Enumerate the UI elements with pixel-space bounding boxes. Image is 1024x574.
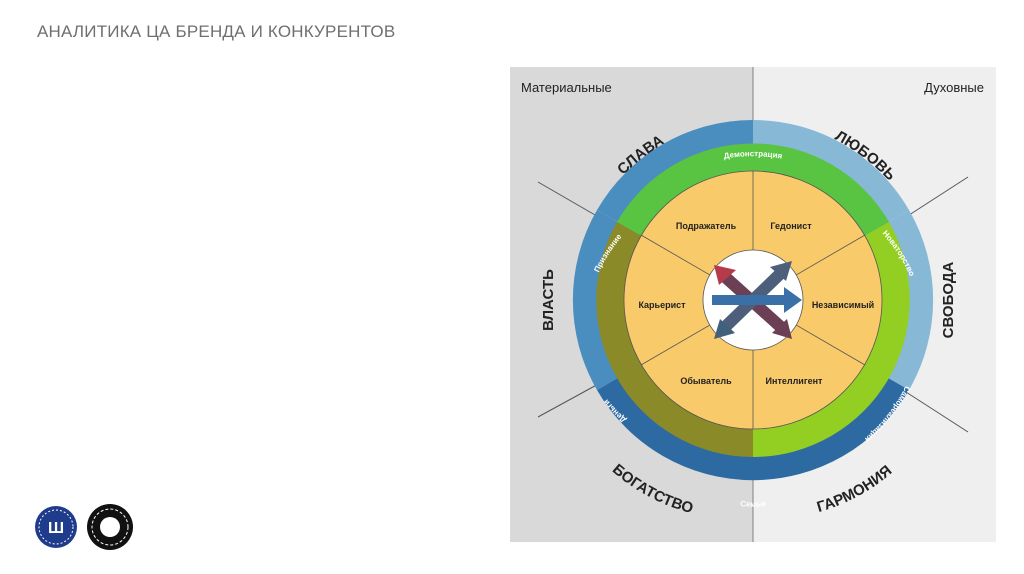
- segment-top-right: Гедонист: [770, 221, 812, 231]
- segment-top-left: Подражатель: [676, 221, 737, 231]
- value-left: ВЛАСТЬ: [540, 269, 557, 331]
- art-design-school-logo-icon: [87, 504, 133, 550]
- left-half-label: Материальные: [521, 80, 612, 95]
- hse-logo-icon: Ш: [35, 506, 77, 548]
- sector-lines: [537, 176, 969, 433]
- footer-logos: Ш: [34, 503, 144, 555]
- segment-right: Независимый: [812, 300, 874, 310]
- segment-bottom-right: Интеллигент: [766, 376, 823, 386]
- segment-left: Карьерист: [638, 300, 686, 310]
- center-arrows-icon: [712, 261, 802, 339]
- ring-label-bottom: Семья: [740, 499, 766, 508]
- right-half-label: Духовные: [924, 80, 984, 95]
- segment-bottom-left: Обыватель: [680, 376, 732, 386]
- ring-label-top: Демонстрация: [723, 149, 783, 161]
- slide-title: АНАЛИТИКА ЦА БРЕНДА И КОНКУРЕНТОВ: [37, 22, 396, 41]
- value-right: СВОБОДА: [940, 261, 957, 338]
- values-circle-diagram: Материальные Духовные: [510, 67, 996, 542]
- svg-text:Ш: Ш: [48, 520, 64, 537]
